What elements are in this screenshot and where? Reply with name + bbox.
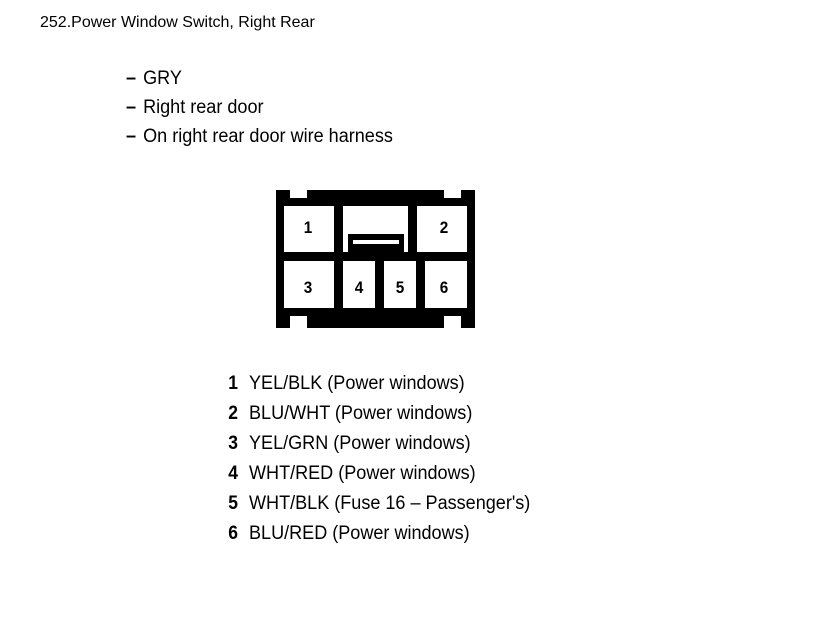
legend-row: 4 WHT/RED (Power windows) bbox=[216, 459, 545, 489]
pin-number-3: 3 bbox=[303, 278, 313, 297]
legend-pin-number: 4 bbox=[228, 463, 238, 484]
legend-pin-description: YEL/GRN (Power windows) bbox=[249, 433, 471, 454]
detail-list: – GRY – Right rear door – On right rear … bbox=[126, 64, 407, 151]
latch-tab-icon bbox=[348, 234, 404, 254]
legend-pin-description: WHT/BLK (Fuse 16 – Passenger's) bbox=[249, 493, 531, 514]
legend-pin-number: 3 bbox=[228, 433, 238, 454]
dash-icon: – bbox=[126, 126, 137, 147]
dash-icon: – bbox=[126, 97, 137, 118]
connector-outline-icon bbox=[276, 190, 475, 328]
legend-pin-number: 5 bbox=[228, 493, 238, 514]
legend-pin-description: YEL/BLK (Power windows) bbox=[249, 373, 465, 394]
legend-row: 3 YEL/GRN (Power windows) bbox=[216, 429, 545, 459]
legend-pin-description: BLU/WHT (Power windows) bbox=[249, 403, 473, 424]
list-item-label: Right rear door bbox=[143, 97, 264, 118]
pin-number-5: 5 bbox=[395, 278, 405, 297]
legend-pin-number: 1 bbox=[228, 373, 238, 394]
legend-pin-description: BLU/RED (Power windows) bbox=[249, 523, 470, 544]
pin-number-6: 6 bbox=[439, 278, 449, 297]
list-item-label: On right rear door wire harness bbox=[143, 126, 393, 147]
title-number: 252. bbox=[40, 14, 72, 31]
legend-row: 6 BLU/RED (Power windows) bbox=[216, 519, 545, 549]
page-title: 252. Power Window Switch, Right Rear bbox=[40, 14, 315, 32]
legend-row: 2 BLU/WHT (Power windows) bbox=[216, 399, 545, 429]
list-item: – Right rear door bbox=[126, 93, 393, 122]
legend-pin-number: 2 bbox=[228, 403, 238, 424]
legend-pin-number: 6 bbox=[228, 523, 238, 544]
legend-row: 5 WHT/BLK (Fuse 16 – Passenger's) bbox=[216, 489, 545, 519]
list-item: – On right rear door wire harness bbox=[126, 122, 393, 151]
pin-number-4: 4 bbox=[354, 278, 364, 297]
pin-legend-list: 1 YEL/BLK (Power windows) 2 BLU/WHT (Pow… bbox=[216, 369, 545, 549]
pin-number-1: 1 bbox=[303, 218, 313, 237]
dash-icon: – bbox=[126, 68, 137, 89]
legend-pin-description: WHT/RED (Power windows) bbox=[249, 463, 476, 484]
list-item-label: GRY bbox=[143, 68, 182, 89]
list-item: – GRY bbox=[126, 64, 393, 93]
legend-row: 1 YEL/BLK (Power windows) bbox=[216, 369, 545, 399]
title-text: Power Window Switch, Right Rear bbox=[71, 14, 315, 31]
pin-number-2: 2 bbox=[439, 218, 449, 237]
connector-diagram: 1 2 3 4 5 6 bbox=[276, 190, 475, 328]
